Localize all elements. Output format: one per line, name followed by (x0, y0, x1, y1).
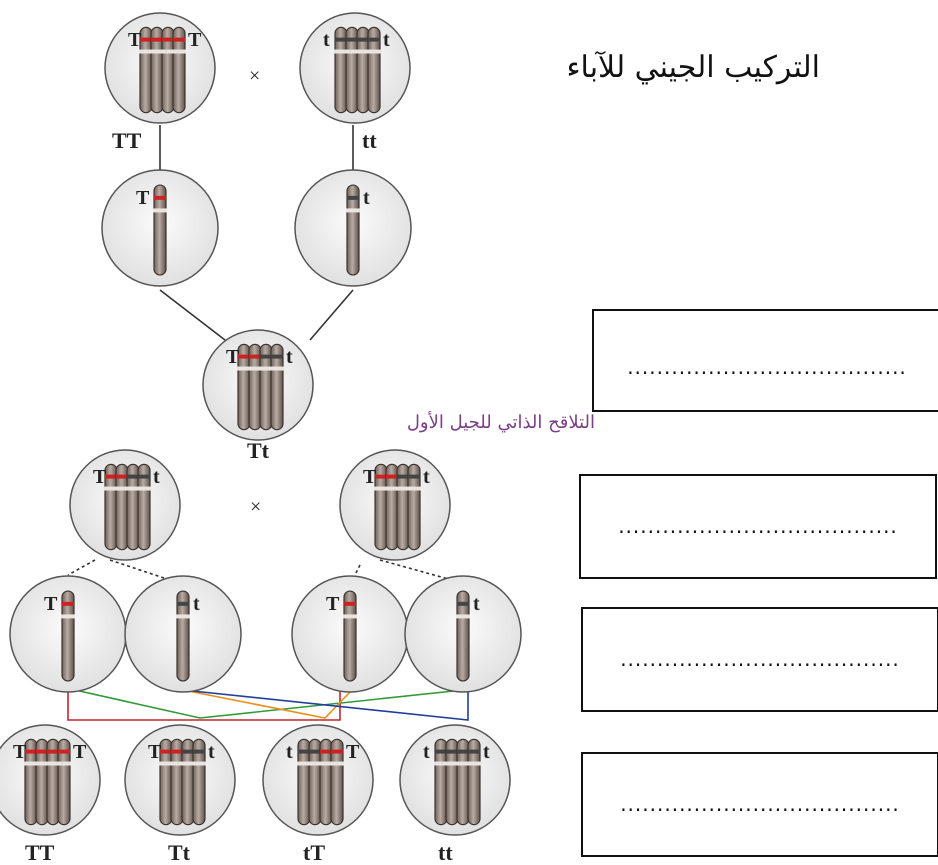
allele-label: t (153, 465, 160, 488)
allele-label: T (326, 592, 340, 615)
chromosome (367, 26, 381, 114)
connector-f1-left-gamete-a (67, 559, 96, 576)
cross-symbol-parents: × (249, 65, 261, 87)
allele-label: t (323, 28, 330, 51)
cell-f1-gamete-1 (9, 575, 127, 693)
answer-box-3-dots: ...................................... (620, 647, 900, 671)
cell-f1-self-left (69, 449, 181, 561)
chromosome (270, 343, 284, 431)
allele-label: T (136, 186, 150, 209)
allele-label: t (423, 740, 430, 763)
answer-box-1[interactable]: ...................................... (592, 309, 938, 412)
genotype-parent-left: TT (112, 128, 142, 153)
cell-f2-2 (124, 724, 236, 836)
chromosome (319, 738, 333, 826)
allele-label: T (363, 465, 377, 488)
chromosome (308, 738, 322, 826)
fertilization-line-green (74, 689, 464, 719)
allele-label: t (423, 465, 430, 488)
fertilization-line-orange (182, 689, 353, 719)
chromosome (334, 26, 348, 114)
allele-label: t (286, 345, 293, 368)
cell-f1-self-right (339, 449, 451, 561)
fertilization-line-red (67, 690, 341, 721)
genotype-f2-3: tT (303, 840, 325, 865)
chromosome (343, 590, 357, 682)
chromosome (57, 738, 71, 826)
genotype-f1: Tt (247, 438, 269, 463)
chromosome (237, 343, 251, 431)
allele-label: T (128, 28, 142, 51)
cell-f1-gamete-4 (404, 575, 522, 693)
chromosome (153, 184, 167, 276)
chromosome (385, 463, 399, 551)
allele-label: T (188, 28, 202, 51)
answer-box-2[interactable]: ...................................... (579, 474, 937, 579)
allele-label: T (93, 465, 107, 488)
chromosome (61, 590, 75, 682)
chromosome (172, 26, 186, 114)
answer-box-3[interactable]: ...................................... (581, 607, 938, 712)
cell-parent-right (299, 12, 411, 124)
answer-box-2-dots: ...................................... (618, 514, 898, 538)
f1-selfing-label: التلاقح الذاتي للجيل الأول (406, 412, 595, 433)
allele-label: T (226, 345, 240, 368)
chromosome (346, 184, 360, 276)
cell-f2-4 (399, 724, 511, 836)
genotype-f2-1: TT (25, 840, 55, 865)
allele-label: t (286, 740, 293, 763)
cell-f1-gamete-3 (291, 575, 409, 693)
cells-layer (0, 12, 522, 836)
chromosome (456, 590, 470, 682)
chromosome (176, 590, 190, 682)
allele-label: t (208, 740, 215, 763)
allele-label: t (473, 592, 480, 615)
allele-label: T (13, 740, 27, 763)
cell-f2-1 (0, 724, 101, 836)
cell-f2-3 (262, 724, 374, 836)
connector-gamete-f1-left (159, 289, 226, 341)
connector-lines (67, 125, 471, 721)
cell-f1 (202, 329, 314, 441)
chromosome (467, 738, 481, 826)
chromosome (139, 26, 153, 114)
answer-box-4-dots: ...................................... (620, 792, 900, 816)
answer-box-4[interactable]: ...................................... (581, 752, 938, 857)
allele-label: t (193, 592, 200, 615)
allele-label: T (73, 740, 87, 763)
allele-label: T (148, 740, 162, 763)
chromosome (170, 738, 184, 826)
cell-gamete-right (294, 169, 412, 287)
cell-parent-left (104, 12, 216, 124)
fertilization-line-blue (182, 689, 469, 721)
allele-label: t (363, 186, 370, 209)
cross-symbol-f1: × (250, 496, 262, 518)
allele-label: T (346, 740, 360, 763)
parents-genotype-title: التركيب الجيني للآباء (566, 50, 820, 85)
chromosome (126, 463, 140, 551)
connector-f1-left-gamete-b (109, 559, 186, 586)
chromosome (330, 738, 344, 826)
cell-f1-gamete-2 (124, 575, 242, 693)
chromosome (181, 738, 195, 826)
connector-gamete-f1-right (309, 289, 354, 341)
chromosome (192, 738, 206, 826)
cell-gamete-left (101, 169, 219, 287)
allele-label: t (483, 740, 490, 763)
allele-label: t (383, 28, 390, 51)
chromosome (104, 463, 118, 551)
allele-label: T (44, 592, 58, 615)
chromosome (407, 463, 421, 551)
genotype-f2-2: Tt (168, 840, 190, 865)
chromosome (137, 463, 151, 551)
answer-box-1-dots: ...................................... (627, 355, 907, 379)
genotype-parent-right: tt (362, 128, 377, 153)
genotype-f2-4: tt (438, 840, 453, 865)
chromosome (396, 463, 410, 551)
